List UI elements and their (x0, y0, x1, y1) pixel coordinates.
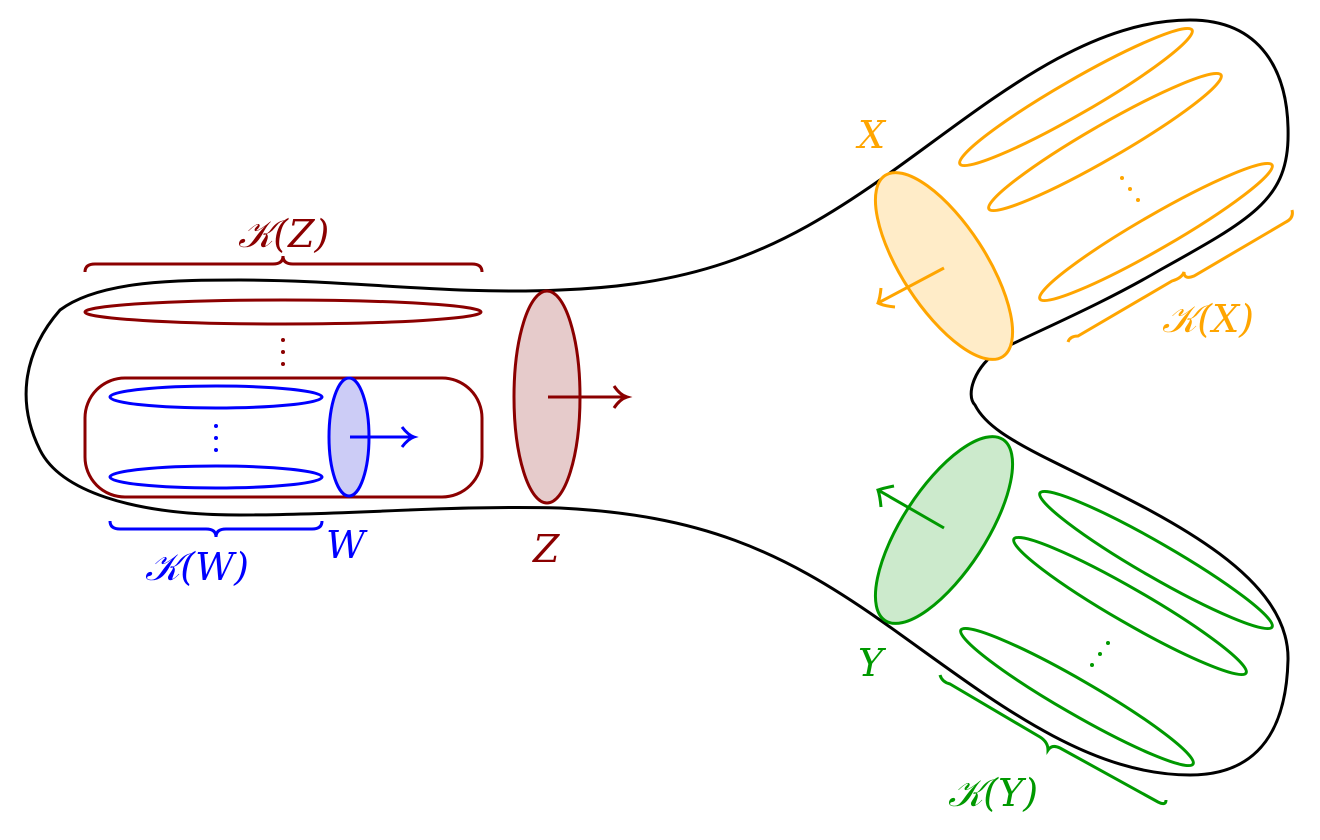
x-arrow-icon (876, 266, 945, 309)
kx-brace (1066, 209, 1294, 343)
kx-curve-3 (1038, 161, 1274, 303)
label-y: Y (858, 641, 887, 685)
kz-dots (281, 338, 285, 366)
label-z: Z (532, 527, 560, 571)
y-disk (873, 435, 1015, 625)
label-kz: 𝒦(Z) (238, 212, 329, 256)
x-disk (873, 171, 1015, 361)
kw-brace (108, 520, 324, 538)
ky-curve-3 (959, 626, 1195, 768)
kz-brace (83, 255, 484, 273)
label-x: X (855, 113, 887, 157)
label-kx: 𝒦(X) (1162, 297, 1254, 341)
kz-top-curve (83, 298, 483, 326)
surface-outline (24, 18, 1290, 777)
kx-curve-2 (987, 71, 1223, 213)
z-arrow-icon (548, 385, 633, 409)
label-ky: 𝒦(Y) (948, 771, 1038, 815)
w-arrow-icon (350, 426, 419, 448)
ky-dots (1090, 641, 1110, 667)
kw-dots (214, 424, 218, 452)
label-w: W (326, 523, 368, 567)
label-kw: 𝒦(W) (145, 545, 249, 589)
kz-rounded-tube (83, 376, 484, 499)
kx-dots (1120, 176, 1140, 202)
kw-top-curve (108, 384, 324, 410)
kw-bottom-curve (108, 464, 324, 490)
kx-curve-1 (958, 26, 1194, 168)
ky-curve-2 (1012, 535, 1248, 677)
ky-curve-1 (1038, 489, 1274, 631)
y-arrow-icon (876, 484, 945, 530)
ky-brace (938, 674, 1168, 806)
